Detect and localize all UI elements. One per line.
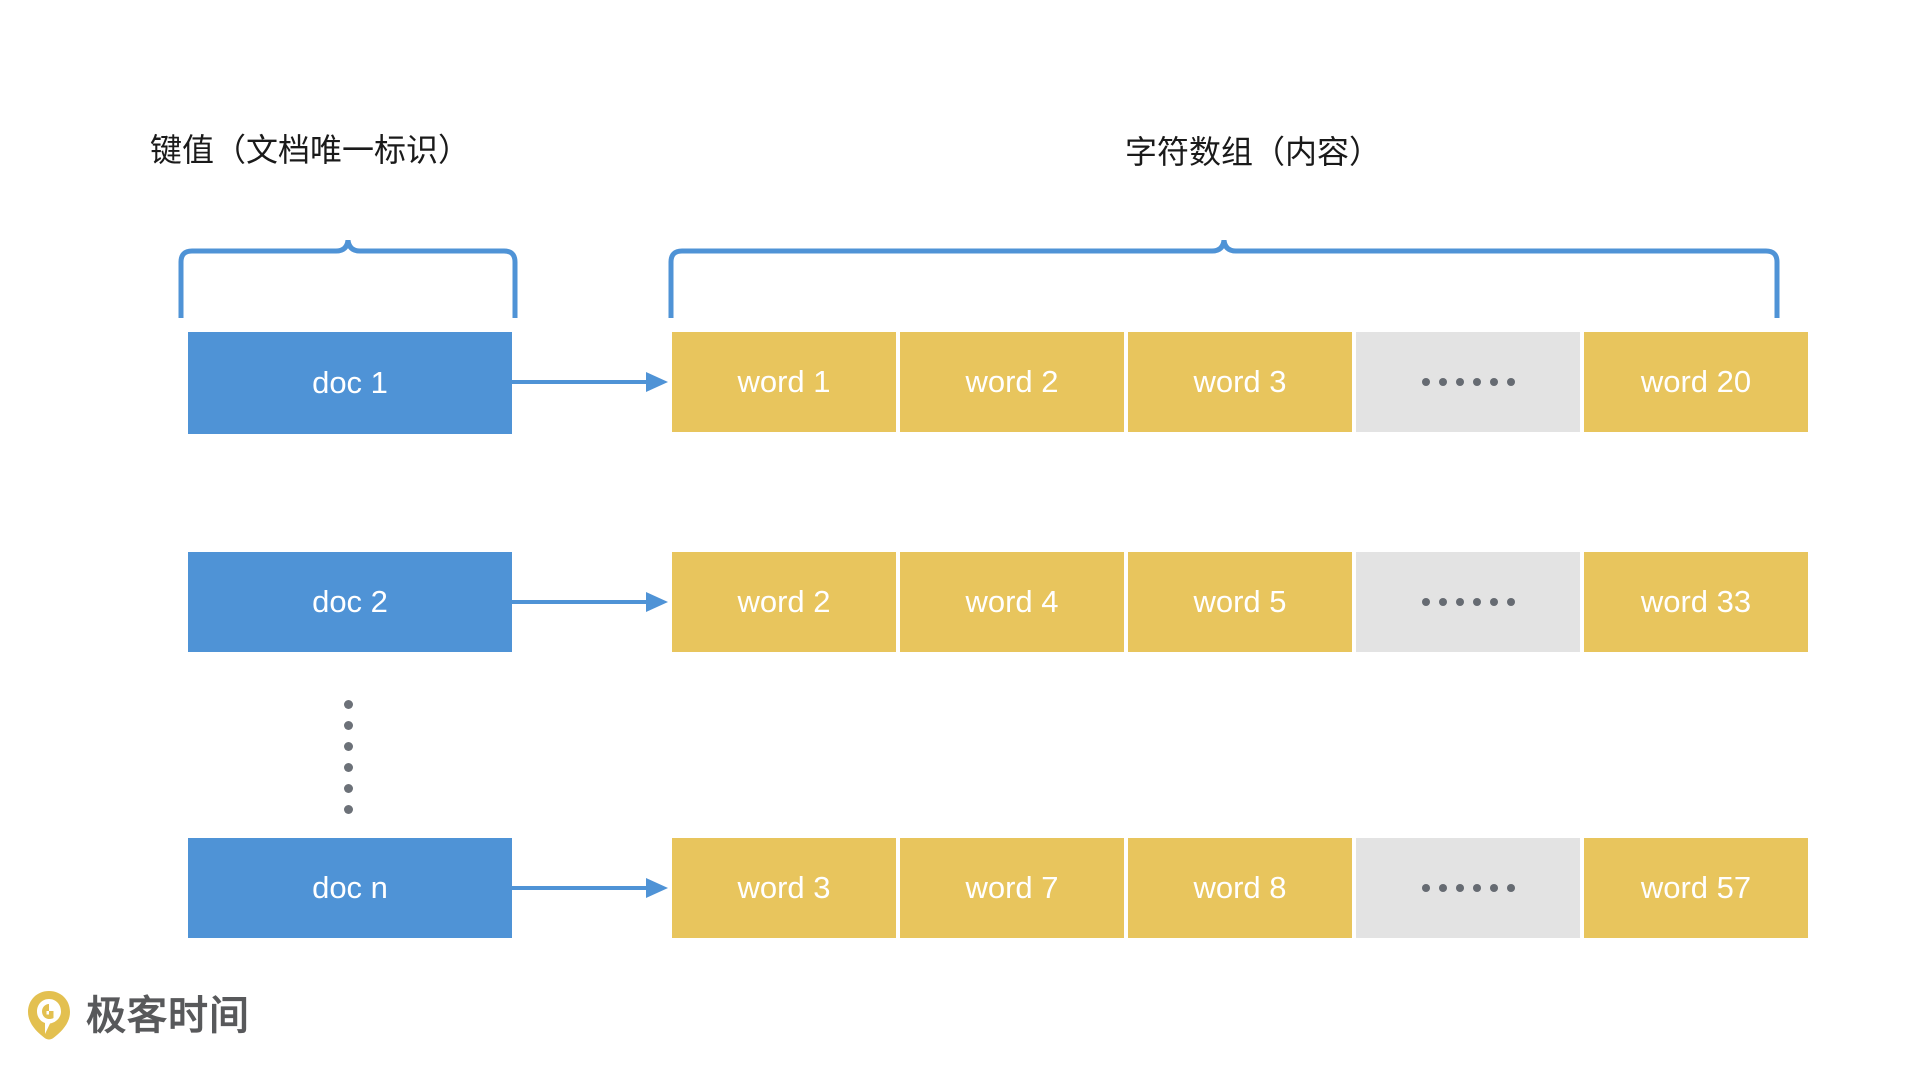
- arrow-right-icon: [512, 370, 672, 394]
- vertical-ellipsis-icon: [344, 700, 353, 814]
- key-column-label: 键值（文档唯一标识）: [150, 132, 471, 168]
- array-column-label: 字符数组（内容）: [1125, 134, 1382, 170]
- doc-key-block[interactable]: doc 2: [188, 552, 512, 652]
- horizontal-ellipsis-icon: [1421, 884, 1515, 892]
- word-cell[interactable]: word 3: [672, 838, 896, 938]
- document-row: doc 1 word 1 word 2 word 3 word 20: [0, 332, 1920, 436]
- document-row: doc n word 3 word 7 word 8 word 57: [0, 838, 1920, 942]
- word-cell[interactable]: word 2: [672, 552, 896, 652]
- array-column-brace: [668, 237, 1780, 318]
- word-cell-ellipsis: [1356, 552, 1580, 652]
- brand-logo-text: 极客时间: [86, 994, 250, 1038]
- document-row: doc 2 word 2 word 4 word 5 word 33: [0, 552, 1920, 656]
- word-cell[interactable]: word 20: [1584, 332, 1808, 432]
- word-cell[interactable]: word 1: [672, 332, 896, 432]
- brand-logo: 极客时间: [26, 990, 250, 1042]
- horizontal-ellipsis-icon: [1421, 598, 1515, 606]
- key-column-brace: [178, 237, 518, 318]
- arrow-right-icon: [512, 876, 672, 900]
- word-cell[interactable]: word 4: [900, 552, 1124, 652]
- doc-key-block[interactable]: doc n: [188, 838, 512, 938]
- word-cell[interactable]: word 33: [1584, 552, 1808, 652]
- doc-key-block[interactable]: doc 1: [188, 332, 512, 434]
- word-cell-ellipsis: [1356, 838, 1580, 938]
- geektime-logo-icon: [26, 990, 72, 1042]
- word-cell[interactable]: word 8: [1128, 838, 1352, 938]
- word-cell[interactable]: word 3: [1128, 332, 1352, 432]
- word-cell-ellipsis: [1356, 332, 1580, 432]
- word-cell[interactable]: word 2: [900, 332, 1124, 432]
- arrow-right-icon: [512, 590, 672, 614]
- horizontal-ellipsis-icon: [1421, 378, 1515, 386]
- word-cell[interactable]: word 7: [900, 838, 1124, 938]
- word-array-strip: word 2 word 4 word 5 word 33: [672, 552, 1808, 652]
- word-array-strip: word 3 word 7 word 8 word 57: [672, 838, 1808, 938]
- word-cell[interactable]: word 5: [1128, 552, 1352, 652]
- word-cell[interactable]: word 57: [1584, 838, 1808, 938]
- word-array-strip: word 1 word 2 word 3 word 20: [672, 332, 1808, 432]
